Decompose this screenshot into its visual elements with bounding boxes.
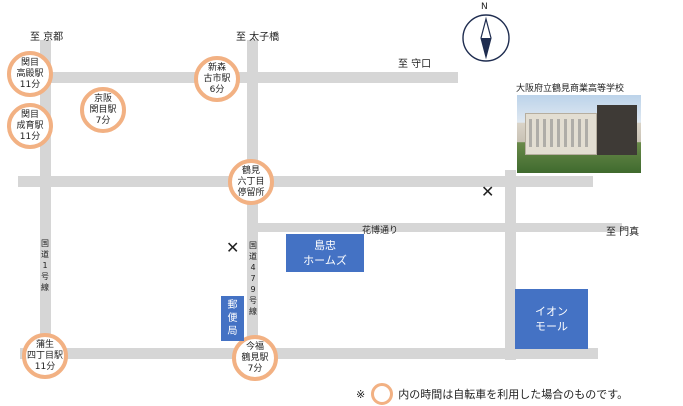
road-route1-vertical [40,40,51,370]
station-ring-icon [371,383,394,405]
compass-label: N [481,2,488,12]
station-gamo-4chome: 蒲生 四丁目駅 11分 [22,333,68,379]
compass-icon [462,14,510,62]
road-route479-vertical [247,40,258,370]
station-keihan-sekime: 京阪 関目駅 7分 [80,87,126,133]
footnote-text: 内の時間は自転車を利用した場合のものです。 [398,388,629,401]
road-south-horizontal [20,348,598,359]
building-shimachu-homes: 島忠 ホームズ [286,234,364,272]
building-aeon-mall: イオン モール [515,289,588,349]
school-marker-icon: ✕ [226,238,240,257]
direction-kadoma: 至 門真 [606,227,640,238]
school-name: 大阪府立鶴見商業高等学校 [516,84,625,94]
road-central-horizontal [18,176,593,187]
station-sekime-seiiku: 関目 成育駅 11分 [7,103,53,149]
footnote-mark: ※ [356,387,366,401]
footnote: ※ 内の時間は自転車を利用した場合のものです。 [356,383,628,405]
road-label-route1: 国道1号線 [41,239,49,292]
road-label-route479: 国道479号線 [249,241,257,316]
school-marker-icon: ✕ [481,182,495,201]
direction-kyoto: 至 京都 [30,32,64,43]
direction-taishibashi: 至 太子橋 [236,32,280,43]
station-sekime-takadono: 関目 高殿駅 11分 [7,51,53,97]
road-label-hanahaku: 花博通り [362,226,399,236]
station-tsurumi-6chome: 鶴見 六丁目 停留所 [228,159,274,205]
road-east-vertical [505,170,516,360]
station-imafuku-tsurumi: 今福 鶴見駅 7分 [232,335,278,381]
building-post-office: 郵 便 局 [221,296,244,341]
direction-moriguchi: 至 守口 [398,59,432,70]
station-shinmori-furuichi: 新森 古市駅 6分 [194,56,240,102]
road-hanahaku [250,223,622,232]
school-photo [517,95,641,173]
